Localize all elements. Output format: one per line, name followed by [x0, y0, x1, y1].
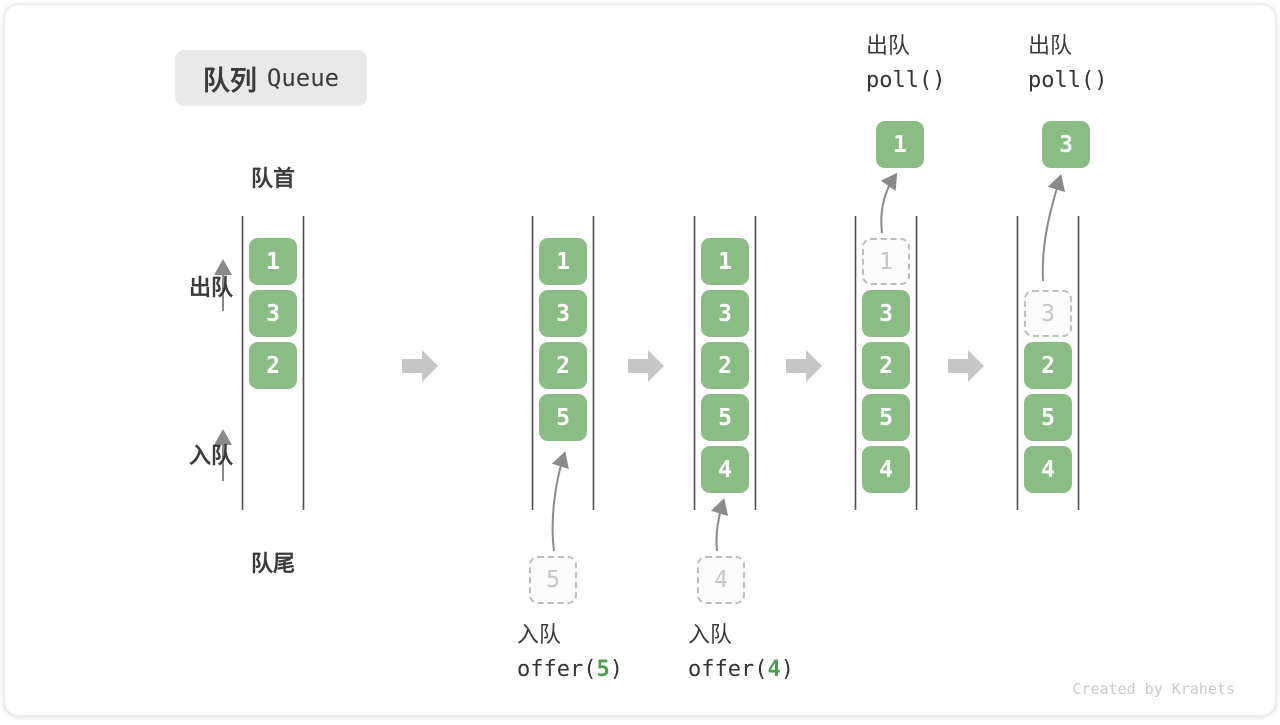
enqueue4-action: 入队: [688, 622, 733, 647]
queue3-item: 4: [701, 446, 749, 493]
queue4-item: 3: [862, 290, 910, 337]
step-arrow-3-icon: [786, 350, 822, 382]
enqueue4-code: offer(4): [688, 657, 794, 683]
step-arrow-2-icon: [628, 350, 664, 382]
queue5-item: 5: [1024, 394, 1072, 441]
queue4-item: 2: [862, 342, 910, 389]
step-arrow-4-icon: [948, 350, 984, 382]
poll1-code: poll(): [866, 68, 946, 93]
enqueue5-arrow: [551, 451, 569, 552]
queue3-item: 1: [701, 238, 749, 285]
code-text: ): [609, 657, 623, 682]
enqueue5-operation-label: 入队 offer(5): [517, 622, 623, 683]
poll1-action: 出队: [866, 33, 911, 58]
code-arg: 4: [767, 657, 781, 682]
poll1-arrow: [880, 172, 898, 234]
queue1-item: 2: [249, 342, 297, 389]
enqueue5-code: offer(5): [517, 657, 623, 683]
code-text: ): [780, 657, 794, 682]
queue2-item: 5: [539, 394, 587, 441]
watermark: Created by Krahets: [1072, 680, 1235, 698]
queue4-item: 4: [862, 446, 910, 493]
poll2-arrow: [1041, 174, 1066, 282]
queue-front-label: 队首: [250, 166, 295, 191]
queue2-item: 2: [539, 342, 587, 389]
poll1-operation-label: 出队 poll(): [866, 33, 945, 94]
staged-item-5: 5: [529, 556, 577, 604]
code-arg: 5: [596, 657, 610, 682]
step-arrow-1-icon: [402, 350, 438, 382]
code-text: offer(: [688, 657, 768, 682]
enqueue4-arrow: [710, 498, 729, 552]
popped-item-3: 3: [1042, 121, 1090, 168]
queue-rear-label: 队尾: [250, 551, 295, 576]
queue4-removed-item: 1: [862, 238, 910, 285]
title-zh: 队列: [202, 65, 257, 96]
enqueue5-action: 入队: [517, 622, 562, 647]
staged-item-4: 4: [697, 556, 745, 604]
dequeue-side-label: 出队: [189, 275, 234, 300]
queue1-item: 3: [249, 290, 297, 337]
queue2-item: 3: [539, 290, 587, 337]
queue4-item: 5: [862, 394, 910, 441]
diagram-canvas: 队列 Queue 队首 队尾 出队 入队 1 3 2 1 3 2 5 5 入队 …: [4, 4, 1276, 716]
title-en: Queue: [266, 64, 340, 92]
queue3-item: 3: [701, 290, 749, 337]
queue5-removed-item: 3: [1024, 290, 1072, 337]
poll2-operation-label: 出队 poll(): [1028, 33, 1107, 94]
queue5-item: 2: [1024, 342, 1072, 389]
queue1-item: 1: [249, 238, 297, 285]
popped-item-1: 1: [876, 121, 924, 168]
diagram-lines-layer: [214, 172, 1080, 552]
queue3-item: 5: [701, 394, 749, 441]
enqueue4-operation-label: 入队 offer(4): [688, 622, 794, 683]
queue5-item: 4: [1024, 446, 1072, 493]
title-box: 队列 Queue: [175, 50, 367, 106]
poll2-action: 出队: [1028, 33, 1073, 58]
code-text: offer(: [517, 657, 597, 682]
queue3-item: 2: [701, 342, 749, 389]
poll2-code: poll(): [1028, 68, 1108, 93]
enqueue-side-label: 入队: [189, 443, 234, 468]
queue2-item: 1: [539, 238, 587, 285]
